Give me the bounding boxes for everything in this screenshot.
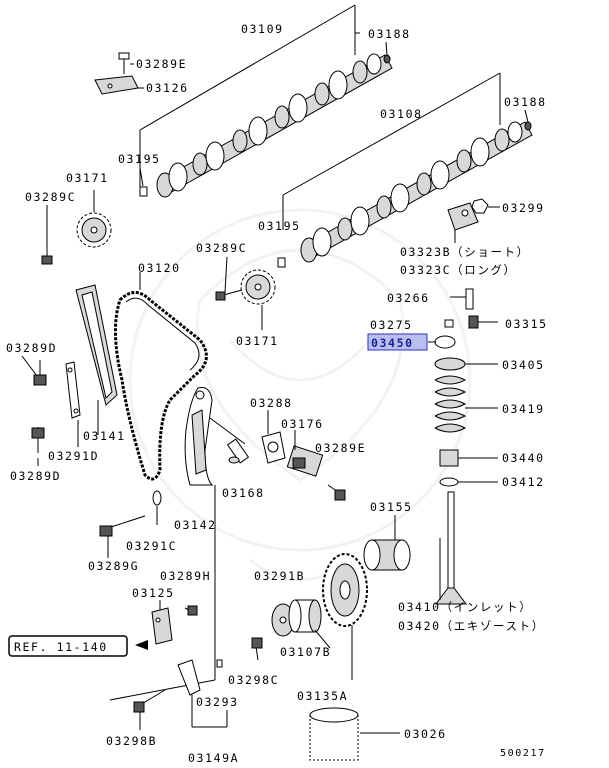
leader-lines — [21, 32, 529, 466]
chain-guide-03141 — [75, 284, 118, 435]
label-03289D-upper: 03289D — [6, 341, 57, 355]
label-03171-center: 03171 — [236, 334, 279, 348]
spring-03419 — [434, 375, 498, 433]
label-03266: 03266 — [387, 291, 430, 305]
label-03450: 03450 — [371, 336, 414, 350]
washer-03291C — [152, 490, 162, 525]
flange-03291B — [271, 603, 295, 637]
label-03298C: 03298C — [228, 673, 279, 687]
spacer-03107B — [288, 599, 331, 649]
label-03289G: 03289G — [88, 559, 139, 573]
tensioner-arm-03142 — [184, 387, 216, 520]
label-03315: 03315 — [505, 317, 548, 331]
callout-labels: 03109 03188 03289E 03126 03108 03188 031… — [6, 22, 548, 765]
label-03168: 03168 — [222, 486, 265, 500]
label-03419: 03419 — [502, 402, 545, 416]
label-03291D: 03291D — [48, 449, 99, 463]
label-03289D-lower: 03289D — [10, 469, 61, 483]
label-03420: 03420（エキゾースト） — [398, 619, 545, 633]
label-03323C: 03323C（ロング） — [400, 263, 517, 277]
sprocket-03171-center — [240, 269, 276, 330]
dowel-pin-03195-upper — [139, 186, 148, 197]
label-03141: 03141 — [83, 429, 126, 443]
nut-03315 — [468, 315, 498, 329]
label-03289C-left: 03289C — [25, 190, 76, 204]
sprocket-03171-left — [76, 190, 112, 248]
ref-box[interactable]: REF. 11-140 — [8, 635, 128, 657]
label-03188-lower: 03188 — [504, 95, 547, 109]
camshaft-intake — [139, 4, 393, 198]
bracket-03291D — [65, 361, 81, 447]
retainer-03405 — [434, 357, 498, 371]
label-03291B: 03291B — [254, 569, 305, 583]
label-03188-upper: 03188 — [368, 27, 411, 41]
label-03142: 03142 — [174, 518, 217, 532]
label-03107B: 03107B — [280, 645, 331, 659]
label-03126: 03126 — [146, 81, 189, 95]
label-03109: 03109 — [241, 22, 284, 36]
label-03288: 03288 — [250, 396, 293, 410]
highlighted-part-03450[interactable]: 03450 — [367, 333, 428, 351]
seat-03412 — [439, 477, 498, 487]
label-03155: 03155 — [370, 500, 413, 514]
label-03026: 03026 — [404, 727, 447, 741]
label-03298B: 03298B — [106, 734, 157, 748]
label-03412: 03412 — [502, 475, 545, 489]
label-03291C: 03291C — [126, 539, 177, 553]
rocker-03323 — [447, 202, 479, 243]
label-03195-lower: 03195 — [258, 219, 301, 233]
gasket-03288 — [261, 410, 286, 464]
ref-arrow-icon — [135, 640, 148, 650]
valve-03410 — [435, 491, 467, 605]
camshaft-exhaust — [282, 72, 533, 263]
cap-03275 — [444, 319, 454, 328]
label-03410: 03410（インレット） — [398, 600, 532, 614]
label-03440: 03440 — [502, 451, 545, 465]
nut-03299 — [471, 198, 500, 214]
label-03289C-center: 03289C — [196, 241, 247, 255]
label-03293: 03293 — [196, 695, 239, 709]
seal-03440 — [439, 449, 498, 467]
timing-chain-03120 — [114, 272, 208, 481]
pivot-bolt-03168 — [209, 417, 250, 464]
bolt-03289D-upper — [33, 360, 47, 386]
label-03120: 03120 — [138, 261, 181, 275]
label-03135A: 03135A — [297, 689, 348, 703]
cotter-03450 — [428, 335, 456, 349]
bolt-03289D-lower — [31, 427, 45, 453]
label-03405: 03405 — [502, 358, 545, 372]
bolt-03298C — [251, 637, 263, 661]
label-03195-upper: 03195 — [118, 152, 161, 166]
bracket-03126 — [94, 52, 139, 95]
tensioner-03176 — [286, 430, 324, 477]
adjust-screw-03266 — [450, 288, 474, 310]
bolt-03289C-left — [41, 242, 53, 265]
dowel-pin-03195-lower — [277, 257, 286, 268]
label-03108: 03108 — [380, 107, 423, 121]
diagram-id: 500217 — [500, 748, 546, 759]
label-03171-left: 03171 — [66, 171, 109, 185]
label-03323B: 03323B（ショート） — [400, 245, 530, 259]
gear-03026 — [309, 707, 400, 761]
ref-label: REF. 11-140 — [14, 640, 108, 654]
label-03149A: 03149A — [188, 751, 239, 765]
gear-03155 — [363, 515, 411, 571]
bolt-03289C-center — [215, 289, 243, 301]
label-03299: 03299 — [502, 201, 545, 215]
label-03125: 03125 — [132, 586, 175, 600]
bolt-03298B — [133, 689, 166, 730]
gear-03135A — [322, 553, 368, 680]
label-03176: 03176 — [281, 417, 324, 431]
oil-jet-03149A — [177, 659, 228, 728]
label-03289E-tensioner: 03289E — [315, 441, 366, 455]
label-03289E-upper: 03289E — [136, 57, 187, 71]
bolt-03289E-tensioner — [327, 484, 346, 501]
bolt-03289G — [99, 515, 146, 558]
label-03289H: 03289H — [160, 569, 211, 583]
label-03275: 03275 — [370, 318, 413, 332]
